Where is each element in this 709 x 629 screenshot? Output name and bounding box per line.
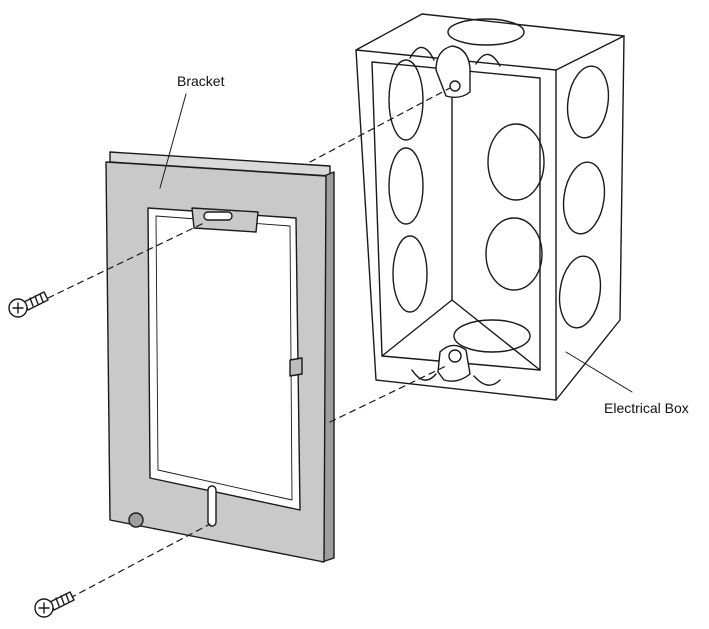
screw-lower-thread — [55, 593, 70, 607]
guide-upper-left — [47, 221, 207, 299]
bracket-label: Bracket — [177, 73, 225, 89]
box-knockout-right-3 — [558, 255, 602, 329]
bracket-corner-screw — [128, 512, 144, 528]
box-knockout-left-3 — [392, 235, 428, 313]
box-knockout-left-2 — [388, 147, 424, 225]
guide-upper-right — [309, 87, 451, 163]
screw-upper-thread — [29, 293, 44, 307]
screw-upper-slot — [12, 302, 24, 314]
electrical-box-label: Electrical Box — [604, 400, 689, 416]
guide-lower-left — [69, 523, 211, 599]
box-knockout-bottom — [453, 319, 531, 353]
bracket — [105, 151, 335, 563]
bracket-side-clip — [289, 357, 303, 377]
box-ear-bottom — [437, 344, 471, 382]
bracket-window-bevel — [155, 215, 293, 501]
guide-lower-right — [329, 365, 447, 423]
box-knockout-back-2 — [485, 217, 543, 291]
box-top-notch — [409, 46, 501, 67]
alignment-lines — [47, 87, 451, 599]
box-knockout-back-1 — [487, 123, 545, 201]
bracket-top-slot — [203, 211, 233, 221]
screw-lower — [34, 591, 75, 618]
bracket-bottom-slot — [207, 485, 217, 527]
box-knockout-top — [447, 18, 525, 46]
box-ear-bottom-hole — [448, 349, 462, 363]
box-knockout-right-2 — [562, 161, 606, 235]
screw-upper — [8, 291, 49, 318]
electrical-box — [355, 13, 625, 401]
screw-lower-slot — [38, 602, 50, 614]
box-ear-top — [435, 45, 471, 99]
leader-electrical-box — [565, 351, 633, 393]
box-outline — [355, 13, 625, 401]
box-knockout-right-1 — [566, 65, 610, 139]
leader-bracket — [159, 93, 187, 189]
box-bottom-notch — [411, 369, 501, 386]
box-knockout-left-1 — [388, 59, 424, 141]
box-top-right-edge — [555, 35, 625, 71]
box-inner-floor — [381, 299, 453, 357]
box-ear-top-hole — [449, 80, 461, 92]
